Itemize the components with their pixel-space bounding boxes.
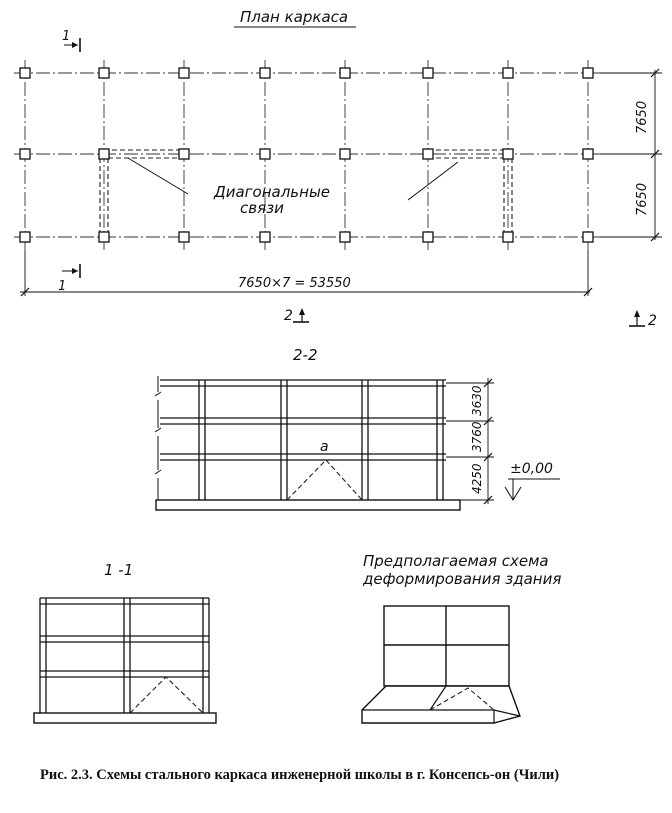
- section-1-marker-bottom: 1: [58, 264, 81, 294]
- plan-bracing-right: [428, 149, 513, 237]
- dim-3630: 3630: [470, 385, 484, 416]
- dim-4250: 4250: [470, 463, 484, 494]
- level-mark: ±0,00: [504, 461, 560, 501]
- section-2-2-break-marks: [154, 376, 162, 500]
- level-text: ±0,00: [510, 461, 553, 477]
- deformation-title-line2: деформирования здания: [362, 570, 561, 588]
- section-2-2-bracing: [286, 459, 363, 501]
- section-1-1-title: 1 -1: [104, 561, 133, 579]
- section-2-2-beams: [160, 379, 446, 461]
- frame-plan: План каркаса: [14, 8, 662, 329]
- bracing-leader-left: [127, 157, 189, 195]
- section-2-marker-left: 2: [284, 308, 309, 324]
- section-1-1-beams: [40, 597, 209, 678]
- figure-caption: Рис. 2.3. Схемы стального каркаса инжене…: [40, 767, 560, 783]
- bracing-label-line1: Диагональные: [213, 183, 330, 201]
- section-1-marker-top: 1: [62, 29, 81, 52]
- plan-bracing-left: [99, 149, 184, 237]
- bracing-label-line2: связи: [240, 199, 284, 217]
- deformation-bracing: [429, 687, 495, 711]
- mark-a: a: [320, 439, 329, 455]
- deformation-title-line1: Предполагаемая схема: [363, 552, 549, 570]
- overall-dim-text: 7650×7 = 53550: [238, 276, 351, 291]
- span-dim-bottom: 7650: [635, 183, 650, 216]
- section-2-2-columns: [198, 380, 444, 500]
- section-1-1-foundation: [33, 712, 217, 724]
- section-2-2: 2-2 a: [154, 346, 560, 511]
- overall-dimension: 7650×7 = 53550: [20, 250, 593, 297]
- svg-text:2: 2: [284, 308, 293, 324]
- deformation-scheme: Предполагаемая схема деформирования здан…: [361, 552, 561, 724]
- svg-text:1: 1: [62, 29, 70, 44]
- section-1-1: 1 -1: [33, 561, 217, 724]
- plan-right-dimensions: 7650 7650: [600, 68, 662, 242]
- section-2-marker-right: 2: [629, 310, 657, 329]
- deformation-collapsed-floor: [361, 685, 521, 724]
- span-dim-top: 7650: [635, 101, 650, 134]
- svg-text:1: 1: [58, 279, 66, 294]
- section-1-1-columns: [39, 598, 210, 713]
- section-1-1-bracing: [129, 676, 204, 714]
- svg-text:2: 2: [648, 313, 657, 329]
- plan-columns: [19, 67, 594, 243]
- section-2-2-title: 2-2: [293, 346, 318, 364]
- bracing-leader-right: [407, 161, 459, 201]
- plan-title: План каркаса: [240, 8, 348, 26]
- dim-3760: 3760: [470, 421, 484, 452]
- section-2-2-dimensions: 3630 3760 4250: [446, 378, 494, 505]
- section-2-2-foundation: [155, 499, 461, 511]
